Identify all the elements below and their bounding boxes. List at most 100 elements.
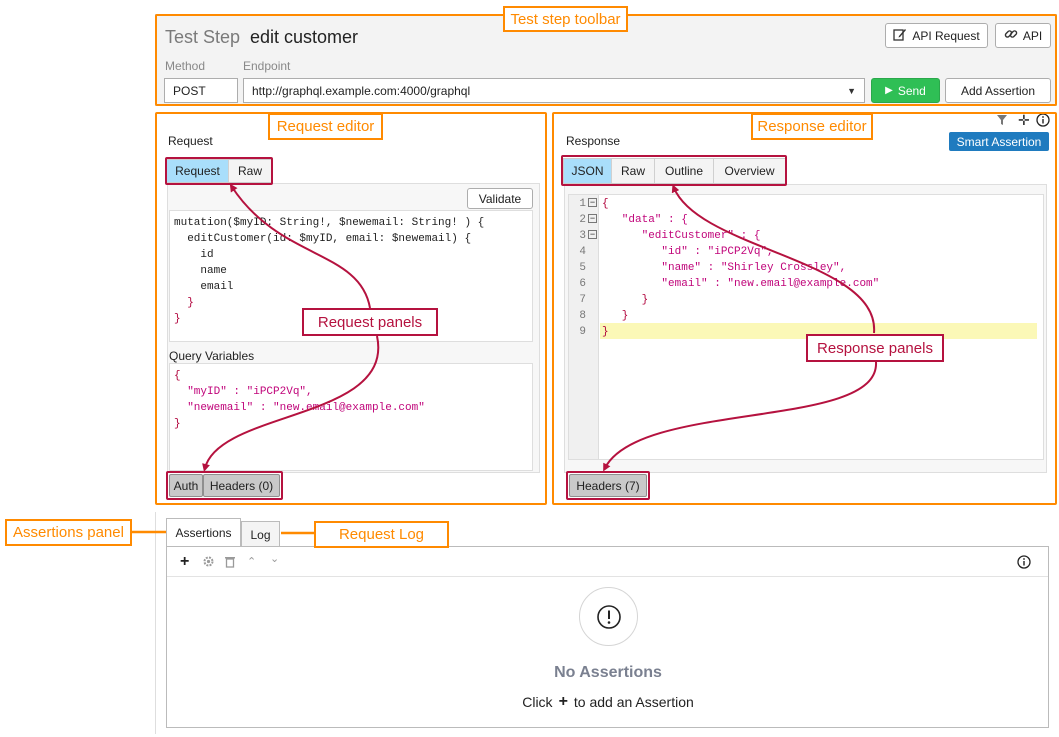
response-tabs: JSON Raw Outline Overview <box>563 158 786 184</box>
line-number: 6 <box>579 278 586 290</box>
empty-state-hint: Click + to add an Assertion <box>508 693 708 711</box>
test-step-name[interactable]: edit customer <box>250 27 359 47</box>
annotation-request-panels: Request panels <box>302 308 438 336</box>
code-line: id <box>174 249 214 261</box>
filter-icon[interactable] <box>996 114 1008 129</box>
move-icon[interactable]: ✛ <box>1018 112 1030 128</box>
code-line: mutation($myID: String!, $newemail: Stri… <box>174 217 485 229</box>
request-tabs-highlight <box>165 157 273 185</box>
tab-auth[interactable]: Auth <box>169 474 203 497</box>
endpoint-input[interactable]: http://graphql.example.com:4000/graphql … <box>243 78 865 103</box>
tab-raw[interactable]: Raw <box>237 164 262 178</box>
endpoint-label: Endpoint <box>243 59 291 73</box>
code-line: "id" : "iPCP2Vq", <box>602 246 774 258</box>
line-gutter <box>569 195 599 459</box>
info-icon[interactable] <box>1017 555 1031 572</box>
annotation-assertions-panel: Assertions panel <box>5 519 132 546</box>
play-icon: ▶ <box>885 85 893 96</box>
line-number: 3 <box>579 230 586 242</box>
tab-request-headers[interactable]: Headers (0) <box>203 474 280 497</box>
tab-log[interactable]: Log <box>241 521 280 547</box>
request-bottom-tabs-highlight <box>166 471 283 500</box>
connector-line <box>202 335 380 472</box>
trash-icon[interactable] <box>224 555 236 571</box>
response-bottom-tabs-highlight <box>566 471 650 500</box>
code-line: } <box>174 418 181 430</box>
line-number: 1 <box>579 198 586 210</box>
code-line: name <box>174 265 227 277</box>
code-line: "data" : { <box>602 214 688 226</box>
connector-line <box>229 183 371 309</box>
connector-line <box>671 184 876 334</box>
send-label: Send <box>897 83 926 98</box>
annotation-request-log: Request Log <box>314 521 449 548</box>
code-line: email <box>174 281 234 293</box>
code-line: } <box>602 326 609 338</box>
line-number: 2 <box>579 214 586 226</box>
collapse-toggle-icon[interactable]: − <box>588 229 597 239</box>
tab-request[interactable]: Request <box>167 160 229 182</box>
line-numbers: 1 2 3 4 5 6 7 8 9 <box>572 196 586 340</box>
code-line: "editCustomer" : { <box>602 230 761 242</box>
assertions-toolbar <box>167 547 1048 577</box>
code-line: { <box>174 370 181 382</box>
add-assertion-button[interactable]: Add Assertion <box>945 78 1051 103</box>
code-line: } <box>602 310 629 322</box>
code-line: } <box>174 313 181 325</box>
left-divider <box>155 512 156 734</box>
code-line: "email" : "new.email@example.com" <box>602 278 880 290</box>
tab-response-headers[interactable]: Headers (7) <box>569 474 647 497</box>
add-icon[interactable]: + <box>558 693 568 710</box>
query-variables-editor[interactable]: { "myID" : "iPCP2Vq", "newemail" : "new.… <box>169 363 533 471</box>
link-icon <box>1004 27 1018 44</box>
line-number: 8 <box>579 310 586 322</box>
warning-circle-icon <box>579 587 638 646</box>
method-select[interactable]: POST <box>164 78 238 103</box>
chevron-up-icon[interactable]: ⌃ <box>247 556 257 568</box>
code-line: { <box>602 198 609 210</box>
method-value: POST <box>173 83 206 98</box>
validate-button[interactable]: Validate <box>467 188 533 209</box>
add-icon[interactable]: + <box>180 553 190 570</box>
request-title: Request <box>168 134 213 148</box>
response-title: Response <box>566 134 621 148</box>
send-button[interactable]: ▶ Send <box>871 78 940 103</box>
gear-icon[interactable] <box>202 555 215 571</box>
code-line: } <box>174 297 194 309</box>
tab-response-raw[interactable]: Raw <box>612 159 655 183</box>
add-assertion-label: Add Assertion <box>960 83 1036 98</box>
edit-icon <box>893 27 907 44</box>
hint-rest-text: to add an Assertion <box>573 694 694 710</box>
request-tabs: Request Raw <box>166 159 272 183</box>
api-label: API <box>1022 28 1043 43</box>
line-number: 5 <box>579 262 586 274</box>
endpoint-value: http://graphql.example.com:4000/graphql <box>252 83 471 98</box>
info-icon[interactable] <box>1036 113 1050 130</box>
tab-json[interactable]: JSON <box>564 159 612 183</box>
code-line: "myID" : "iPCP2Vq", <box>174 386 313 398</box>
smart-assertion-button[interactable]: Smart Assertion <box>949 132 1049 151</box>
code-line: "name" : "Shirley Crossley", <box>602 262 847 274</box>
collapse-toggle-icon[interactable]: − <box>588 197 597 207</box>
method-label: Method <box>165 59 206 73</box>
annotation-response-panels: Response panels <box>806 334 944 362</box>
tab-outline[interactable]: Outline <box>655 159 714 183</box>
tab-overview[interactable]: Overview <box>724 164 775 178</box>
line-number: 9 <box>579 326 586 338</box>
api-button[interactable]: API <box>995 23 1051 48</box>
chevron-down-icon[interactable]: ⌄ <box>270 553 280 565</box>
query-variables-label: Query Variables <box>169 349 255 363</box>
empty-state-title: No Assertions <box>554 664 662 681</box>
line-number: 7 <box>579 294 586 306</box>
collapse-toggle-icon[interactable]: − <box>588 213 597 223</box>
line-number: 4 <box>579 246 586 258</box>
api-request-button[interactable]: API Request <box>885 23 988 48</box>
validate-label: Validate <box>478 191 522 206</box>
code-line: } <box>602 294 649 306</box>
tab-assertions[interactable]: Assertions <box>166 518 241 547</box>
test-step-label: Test Step <box>165 27 241 47</box>
response-json-code: { "data" : { "editCustomer" : { "id" : "… <box>602 196 879 340</box>
connector-line <box>603 361 878 472</box>
chevron-down-icon[interactable]: ▼ <box>847 85 856 96</box>
